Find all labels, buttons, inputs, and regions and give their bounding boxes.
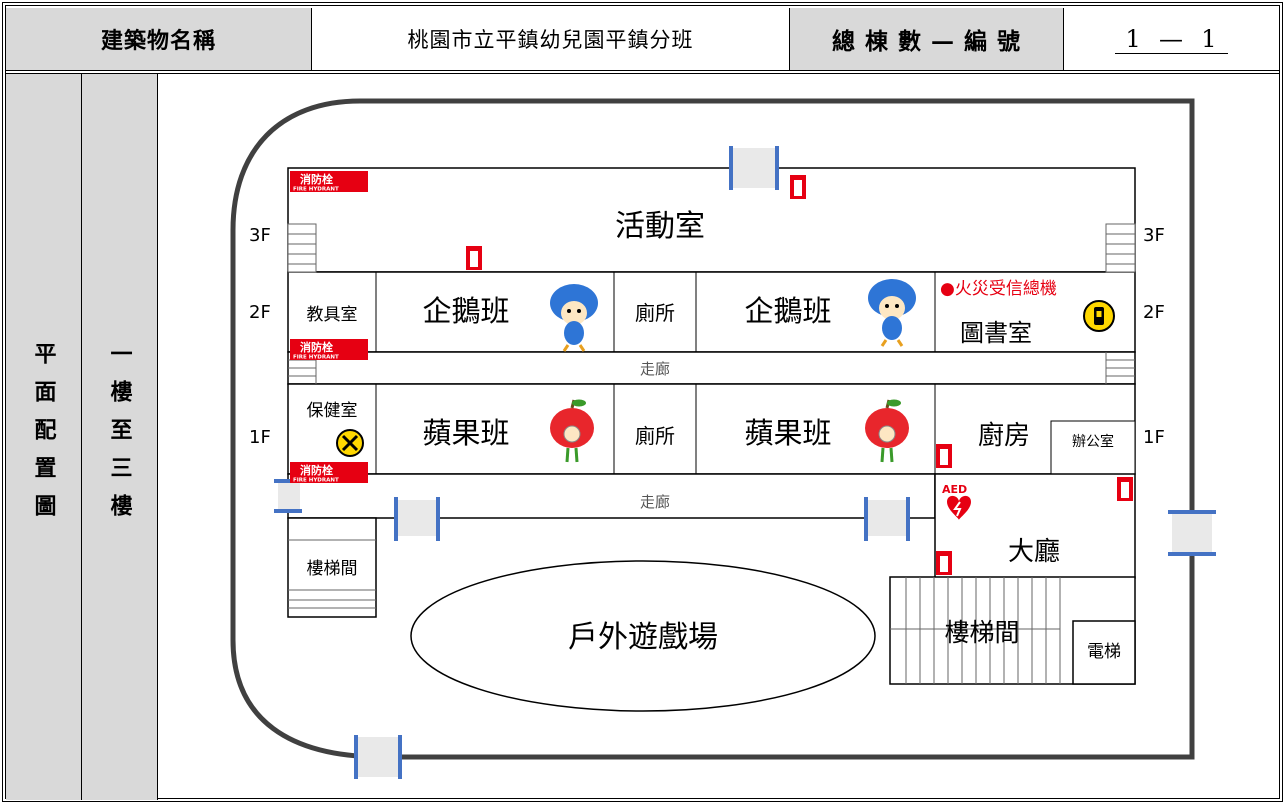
room-label-toilet: 廁所 (635, 301, 675, 325)
fire-extinguisher-icon (936, 551, 952, 575)
office-room (1050, 420, 1136, 475)
floor-label-2f-left: 2F (249, 302, 271, 323)
room-label-office: 辦公室 (1072, 433, 1114, 450)
svg-text:消防栓: 消防栓 (300, 172, 333, 186)
room-label-elevator: 電梯 (1087, 642, 1121, 662)
fire-extinguisher-icon (1117, 477, 1133, 501)
svg-text:FIRE HYDRANT: FIRE HYDRANT (293, 187, 339, 193)
fire-hydrant-icon: 消防栓 FIRE HYDRANT (290, 171, 368, 193)
header-divider (6, 70, 1279, 74)
penguin-mascot-icon (868, 279, 916, 347)
room-label-apple-class: 蘋果班 (422, 416, 509, 450)
floor-label-1f-left: 1F (249, 427, 271, 448)
fire-alarm-panel-label: ●火災受信總機 (940, 279, 1057, 299)
room-label-lobby: 大廳 (1008, 537, 1060, 567)
room-label-toilet: 廁所 (635, 424, 675, 448)
room-label-health-room: 保健室 (307, 401, 358, 421)
building-name-label: 建築物名稱 (6, 8, 312, 70)
floor-range-column: 一樓至三樓 (82, 74, 158, 800)
gate-top (729, 146, 779, 190)
svg-text:FIRE HYDRANT: FIRE HYDRANT (293, 355, 339, 361)
section-label-column: 平面配置圖 (6, 74, 82, 800)
floor-label-1f-right: 1F (1143, 427, 1165, 448)
corridor-1f (287, 473, 936, 519)
floor-label-2f-right: 2F (1143, 302, 1165, 323)
corridor-label-2f: 走廊 (640, 360, 670, 378)
site-boundary (230, 98, 1195, 760)
penguin-mascot-icon (550, 284, 598, 352)
fire-extinguisher-icon (936, 444, 952, 468)
svg-text:消防栓: 消防栓 (300, 463, 333, 477)
svg-text:FIRE HYDRANT: FIRE HYDRANT (293, 478, 339, 484)
apple-mascot-icon (550, 399, 594, 463)
fire-hydrant-icon: 消防栓 FIRE HYDRANT (290, 339, 368, 361)
floor-range-label: 一樓至三樓 (106, 342, 133, 532)
stair-steps-left (288, 539, 376, 609)
fire-hydrant-icon: 消防栓 FIRE HYDRANT (290, 462, 368, 484)
elevator-room (1072, 620, 1136, 685)
svg-text:AED: AED (942, 483, 967, 496)
room-label-apple-class: 蘋果班 (744, 416, 831, 450)
stair-steps-right (890, 577, 1061, 684)
room-label-stairwell: 樓梯間 (307, 559, 358, 579)
stair-grid-3f-right (1105, 223, 1136, 273)
floor-plan: 消防栓 FIRE HYDRANT 消防栓 FIRE HYDRANT 消防栓 FI… (230, 98, 1216, 779)
corridor-2f (287, 351, 1136, 385)
floor-label-3f-left: 3F (249, 225, 271, 246)
fire-extinguisher-icon (790, 175, 806, 199)
svg-text:消防栓: 消防栓 (300, 340, 333, 354)
room-label-activity-room: 活動室 (615, 209, 705, 244)
playground-area (410, 560, 876, 712)
room-label-penguin-class: 企鵝班 (422, 294, 509, 328)
room-label-stairwell: 樓梯間 (944, 618, 1019, 647)
room-label-library: 圖書室 (960, 319, 1032, 347)
building-count-label: 總 棟 數 — 編 號 (790, 8, 1064, 70)
playground-label: 戶外遊戲場 (568, 620, 718, 655)
room-label-kitchen: 廚房 (978, 421, 1030, 451)
apple-mascot-icon (865, 399, 909, 463)
gate-corridor-right (864, 497, 910, 541)
floor-3f-block (287, 167, 1136, 273)
floor-label-3f-right: 3F (1143, 225, 1165, 246)
fire-extinguisher-icon (466, 246, 482, 270)
section-label: 平面配置圖 (30, 342, 57, 532)
tools-icon (336, 429, 364, 457)
fire-alarm-receiver-icon (1083, 300, 1115, 332)
aed-icon: AED (940, 480, 982, 526)
floor-1f-block (287, 383, 1136, 475)
building-count-number: 1 — 1 (1115, 25, 1228, 54)
room-label-penguin-class: 企鵝班 (744, 294, 831, 328)
gate-right (1168, 510, 1216, 556)
building-count-value: 1 — 1 (1064, 8, 1279, 70)
room-label-teaching-aids: 教具室 (307, 305, 358, 325)
corridor-label-1f: 走廊 (640, 493, 670, 511)
gate-bottom (354, 735, 402, 779)
stair-grid-2f-right (1105, 352, 1135, 384)
building-name-value: 桃園市立平鎮幼兒園平鎮分班 (312, 8, 790, 70)
gate-left-1f (274, 479, 302, 513)
gate-corridor-left (394, 497, 440, 541)
floor-2f-block (287, 271, 1136, 353)
stair-grid-3f-left (287, 223, 317, 273)
